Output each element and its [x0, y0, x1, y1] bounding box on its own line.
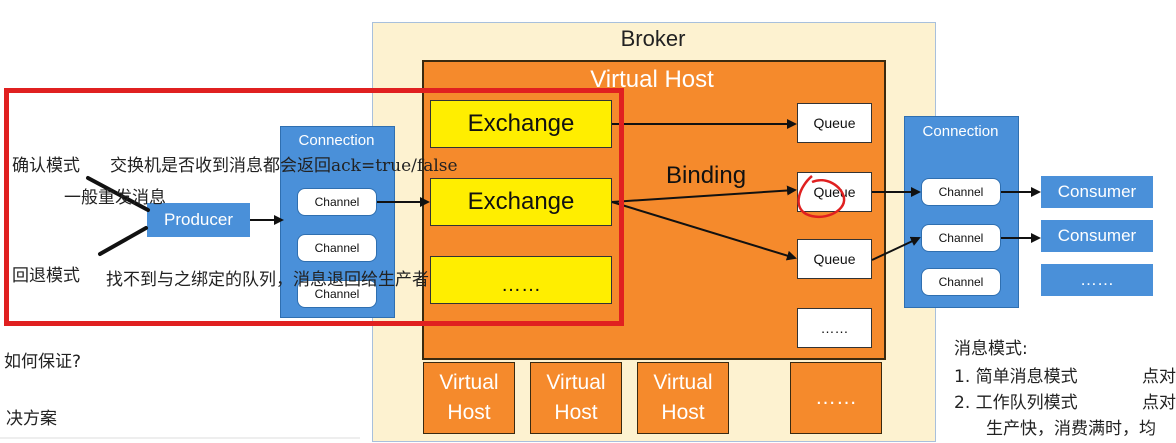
- virtual-host-small-1: Virtual Host: [423, 362, 515, 434]
- mode-2-text: 2. 工作队列模式: [954, 393, 1078, 413]
- right-channel-2: Channel: [921, 224, 1001, 252]
- left-channel-2: Channel: [297, 234, 377, 262]
- mode-1-tail: 点对: [1142, 367, 1176, 387]
- handwritten-stroke-lower: [98, 226, 148, 256]
- broker-title: Broker: [620, 26, 686, 51]
- consumer-2: Consumer: [1041, 220, 1153, 252]
- mode-2-tail: 点对: [1142, 393, 1176, 413]
- exchange-more: ……: [430, 256, 612, 304]
- handwritten-stroke-upper: [86, 176, 150, 212]
- how-guarantee-text: 如何保证?: [4, 352, 82, 372]
- virtual-host-small-3: Virtual Host: [637, 362, 729, 434]
- virtual-host-small-more: ……: [790, 362, 882, 434]
- return-mode-label: 回退模式: [12, 266, 80, 286]
- resend-note: 一般重发消息: [64, 188, 166, 208]
- solution-text: 决方案: [6, 409, 57, 429]
- red-circle-mark: [797, 175, 846, 219]
- exchange-2: Exchange: [430, 178, 612, 226]
- virtual-host-small-2: Virtual Host: [530, 362, 622, 434]
- consumer-1: Consumer: [1041, 176, 1153, 208]
- confirm-mode-desc: 交换机是否收到消息都会返回ack=true/false: [110, 156, 458, 176]
- queue-3: Queue: [797, 239, 872, 279]
- queue-1: Queue: [797, 103, 872, 143]
- mode-1-text: 1. 简单消息模式: [954, 367, 1078, 387]
- red-highlight-box: [4, 88, 624, 326]
- producer-box: Producer: [147, 203, 250, 237]
- connection-left-title: Connection: [298, 132, 375, 149]
- queue-more: ……: [797, 308, 872, 348]
- binding-label: Binding: [666, 162, 747, 189]
- arrow-queue3-channel: [871, 236, 921, 261]
- arrow-exchange2-queue2: [611, 185, 797, 203]
- message-modes-heading: 消息模式:: [954, 339, 1028, 359]
- return-mode-desc: 找不到与之绑定的队列，消息退回给生产者: [106, 270, 429, 290]
- mode-2-note: 生产快，消费满时，均: [986, 419, 1156, 439]
- left-channel-1: Channel: [297, 188, 377, 216]
- confirm-mode-label: 确认模式: [12, 156, 80, 176]
- right-channel-1: Channel: [921, 178, 1001, 206]
- consumer-more: ……: [1041, 264, 1153, 296]
- right-channel-3: Channel: [921, 268, 1001, 296]
- connection-right-title: Connection: [922, 123, 999, 140]
- left-channel-3: Channel: [297, 280, 377, 308]
- exchange-1: Exchange: [430, 100, 612, 148]
- arrow-exchange2-queue3: [611, 201, 797, 261]
